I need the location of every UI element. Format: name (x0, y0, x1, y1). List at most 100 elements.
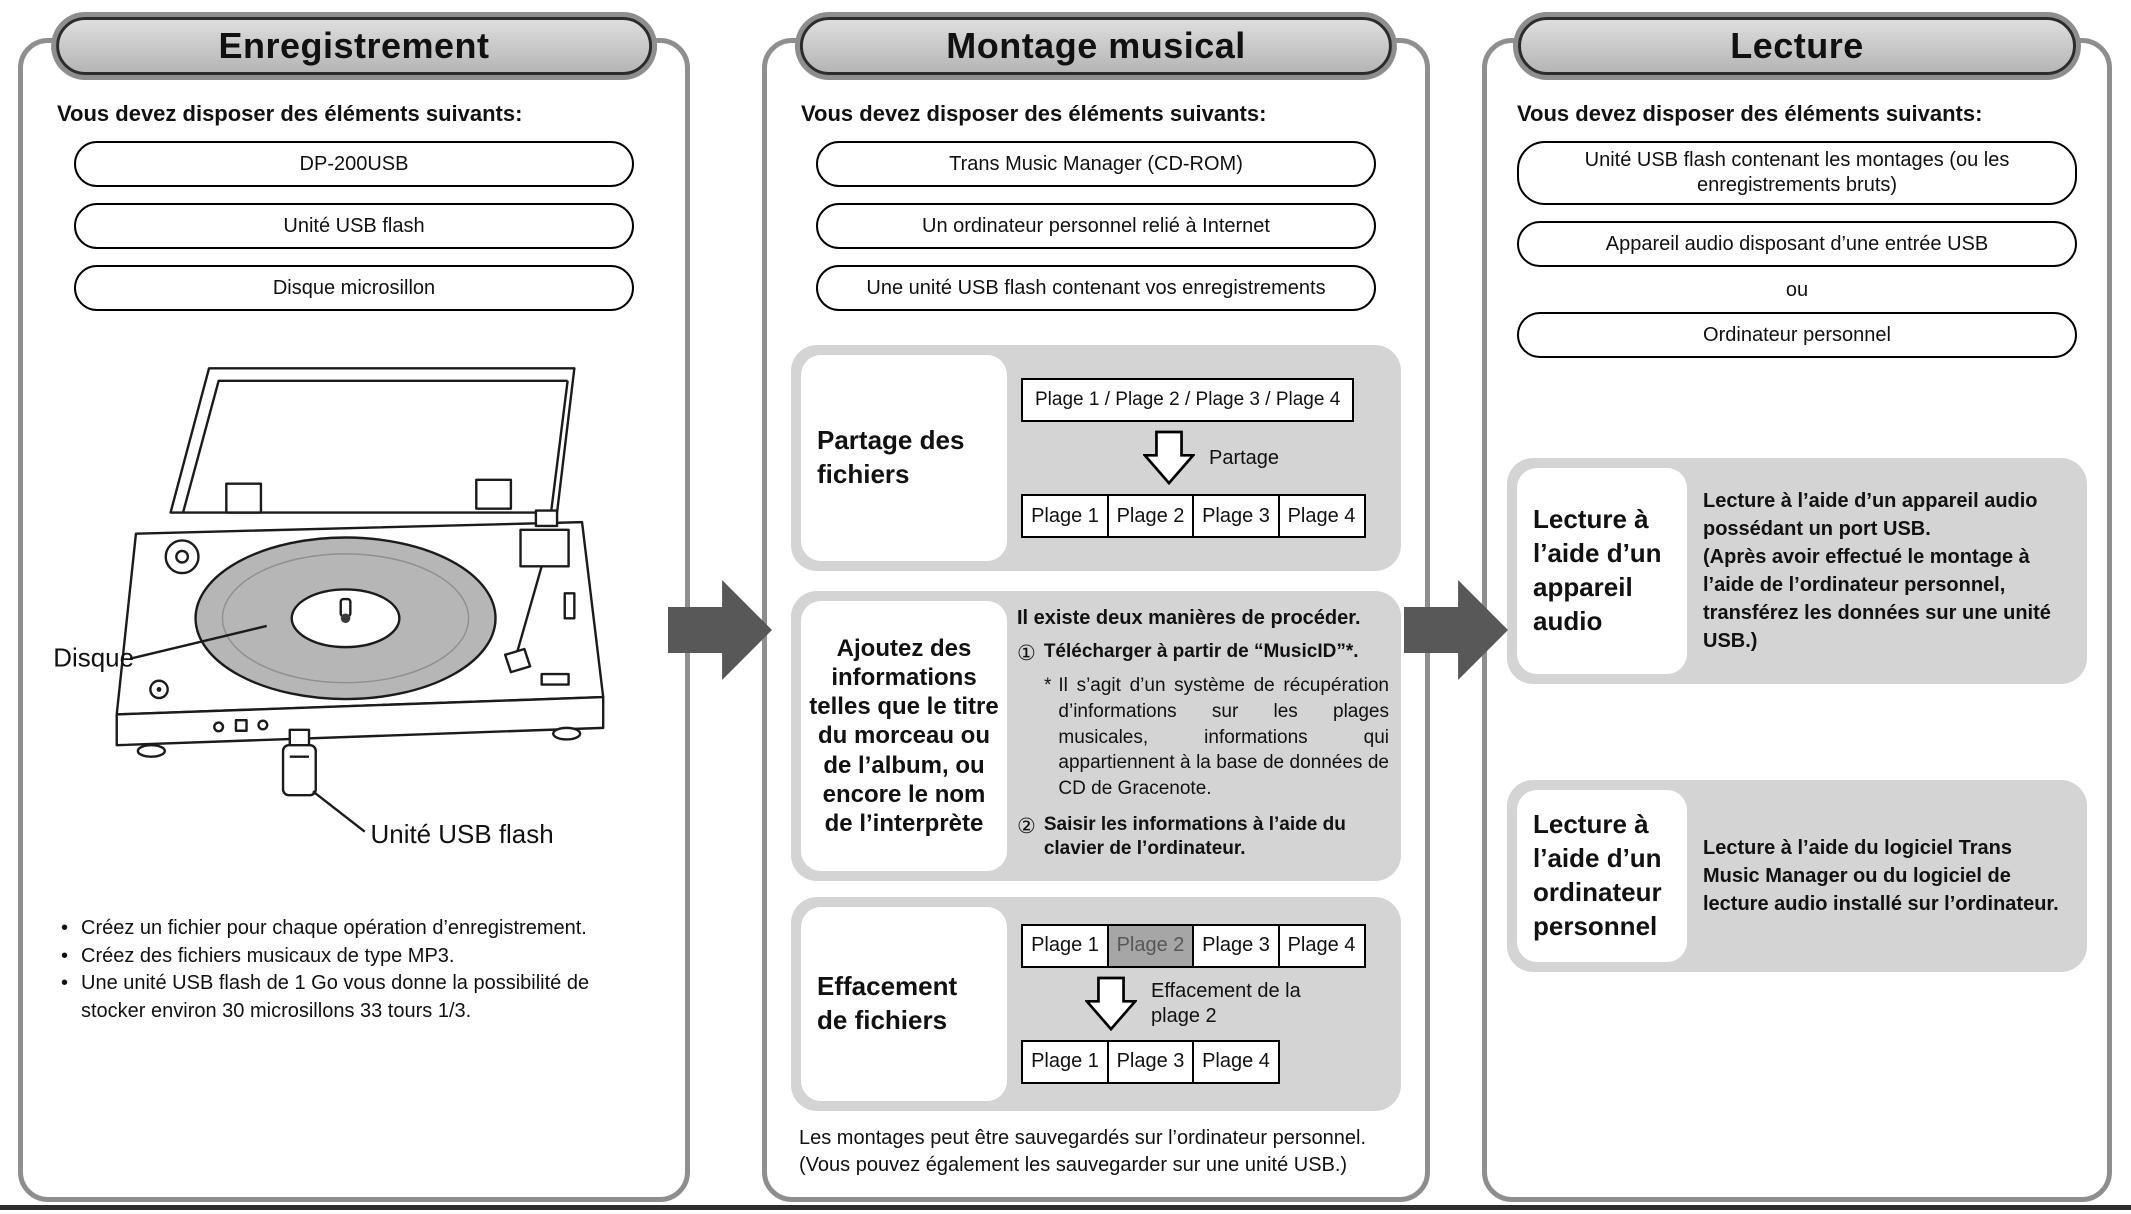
disc-callout-line (129, 624, 267, 660)
section-label: Ajoutez des informations telles que le t… (801, 601, 1007, 871)
adapter-holder (164, 539, 200, 575)
requirement-pill: Appareil audio disposant d’une entrée US… (1517, 221, 2077, 267)
editing-title-capsule: Montage musical (799, 17, 1393, 75)
sharing-arrow-row: Partage (1143, 430, 1387, 486)
recording-title-capsule: Enregistrement (56, 17, 652, 75)
requirement-pill: Un ordinateur personnel relié à Internet (816, 203, 1376, 249)
track-cell: Plage 4 (1192, 1039, 1280, 1084)
section-add-info: Ajoutez des informations telles que le t… (791, 591, 1401, 881)
note-item: Créez un fichier pour chaque opération d… (61, 915, 651, 943)
requirements-heading: Vous devez disposer des éléments suivant… (57, 101, 523, 126)
bullet-icon (61, 970, 81, 1025)
requirement-text: Ordinateur personnel (1703, 323, 1891, 346)
description-line: Lecture à l’aide d’un appareil audio pos… (1703, 490, 2038, 540)
footer-line: Les montages peut être sauvegardés sur l… (799, 1126, 1367, 1149)
tagging-step-1: ① Télécharger à partir de “MusicID”*. (1017, 640, 1389, 667)
section-playback-audio-device: Lecture à l’aide d’un appareil audio Lec… (1507, 458, 2087, 684)
bullet-icon (61, 915, 81, 943)
requirement-pill: Trans Music Manager (CD-ROM) (816, 141, 1376, 187)
track-cell-highlighted: Plage 2 (1106, 923, 1195, 968)
circled-1-icon: ① (1017, 642, 1036, 665)
section-label: Partage des fichiers (801, 355, 1007, 561)
down-arrow-icon (1143, 430, 1195, 486)
requirement-pill: DP-200USB (74, 141, 634, 187)
front-controls (149, 679, 269, 733)
tagging-step-2: ② Saisir les informations à l’aide du cl… (1017, 813, 1389, 862)
tagging-instructions: Il existe deux manières de procéder. ① T… (1007, 601, 1391, 871)
usb-label: Unité USB flash (371, 821, 554, 849)
panel-title: Enregistrement (218, 25, 490, 66)
turntable-lid (169, 367, 576, 514)
requirement-text: Un ordinateur personnel relié à Internet (922, 214, 1270, 237)
requirement-text: Unité USB flash contenant les montages (… (1584, 149, 2010, 196)
recording-body: Vous devez disposer des éléments suivant… (23, 43, 685, 1197)
asterisk-marker: * (1044, 675, 1052, 697)
panel-editing: Montage musical Vous devez disposer des … (762, 17, 1430, 1202)
track-cell: Plage 1 (1021, 1039, 1109, 1084)
playback-description: Lecture à l’aide d’un appareil audio pos… (1687, 468, 2077, 674)
section-file-sharing: Partage des fichiers Plage 1 / Plage 2 /… (791, 345, 1401, 571)
panel-playback: Lecture Vous devez disposer des éléments… (1482, 17, 2112, 1202)
playback-body: Vous devez disposer des éléments suivant… (1487, 43, 2107, 1197)
disc-label: Disque (53, 644, 134, 672)
or-text: ou (1785, 279, 1809, 301)
circled-2-icon: ② (1017, 814, 1036, 838)
requirement-text: Une unité USB flash contenant vos enregi… (866, 276, 1326, 299)
track-cell: Plage 1 (1021, 494, 1109, 538)
requirement-pill: Unité USB flash contenant les montages (… (1517, 141, 2077, 205)
erasing-arrow-row: Effacement de la plage 2 (1085, 976, 1387, 1032)
usb-callout-line (312, 790, 366, 833)
track-cell: Plage 3 (1192, 923, 1280, 968)
footer-line: (Vous pouvez également les sauvegarder s… (799, 1153, 1348, 1176)
requirement-text: Disque microsillon (272, 276, 436, 299)
track-cell: Plage 4 (1277, 494, 1366, 538)
turntable-illustration: Disque Unité USB flash (53, 367, 605, 849)
section-playback-computer: Lecture à l’aide d’un ordinateur personn… (1507, 780, 2087, 972)
panel-title: Montage musical (946, 25, 1246, 66)
tracks-row-after: Plage 1 Plage 3 Plage 4 (1021, 1039, 1387, 1084)
description-line: Lecture à l’aide du logiciel Trans Music… (1703, 837, 2059, 915)
editing-footer-note: Les montages peut être sauvegardés sur l… (799, 1125, 1401, 1179)
note-text: Créez des fichiers musicaux de type MP3. (81, 944, 455, 967)
tonearm (503, 509, 576, 686)
requirement-text: Unité USB flash (283, 214, 425, 237)
requirements-heading: Vous devez disposer des éléments suivant… (1517, 101, 1983, 126)
requirements-heading: Vous devez disposer des éléments suivant… (801, 101, 1267, 126)
section-label: Effacement de fichiers (801, 906, 1007, 1101)
step-text: Télécharger à partir de “MusicID”*. (1043, 641, 1359, 662)
turntable-foot (552, 726, 582, 741)
page-bottom-rule (0, 1205, 2131, 1210)
requirement-text: Appareil audio disposant d’une entrée US… (1605, 232, 1989, 255)
down-arrow-icon (1085, 976, 1137, 1032)
track-cell: Plage 1 (1021, 923, 1109, 968)
turntable-foot (136, 743, 166, 758)
track-cell: Plage 3 (1106, 1039, 1195, 1084)
track-cell: Plage 3 (1192, 494, 1280, 538)
note-text: Une unité USB flash de 1 Go vous donne l… (81, 972, 590, 1022)
requirement-pill: Disque microsillon (74, 265, 634, 311)
track-cell: Plage 2 (1106, 494, 1195, 538)
erasing-diagram: Plage 1 Plage 2 Plage 3 Plage 4 Effaceme… (1007, 907, 1391, 1101)
recording-notes: Créez un fichier pour chaque opération d… (61, 915, 651, 1025)
note-item: Une unité USB flash de 1 Go vous donne l… (61, 970, 651, 1025)
usb-flash-drive (281, 728, 317, 797)
requirement-pill: Unité USB flash (74, 203, 634, 249)
footnote-text: Il s’agit d’un système de récupération d… (1058, 675, 1389, 799)
track-cell: Plage 4 (1277, 923, 1366, 968)
section-file-erasing: Effacement de fichiers Plage 1 Plage 2 P… (791, 896, 1401, 1111)
section-label: Lecture à l’aide d’un appareil audio (1517, 468, 1687, 674)
description-line: (Après avoir effectué le montage à l’aid… (1703, 546, 2051, 652)
musicid-footnote: * Il s’agit d’un système de récupération… (1044, 673, 1389, 801)
arrow-label: Effacement de la plage 2 (1151, 979, 1301, 1027)
requirement-text: Trans Music Manager (CD-ROM) (949, 152, 1243, 175)
requirement-pill: Une unité USB flash contenant vos enregi… (816, 265, 1376, 311)
record-disc (194, 536, 497, 701)
tagging-intro: Il existe deux manières de procéder. (1017, 607, 1361, 629)
panel-recording: Enregistrement Vous devez disposer des é… (18, 17, 690, 1202)
requirement-text: DP-200USB (299, 152, 409, 175)
note-text: Créez un fichier pour chaque opération d… (81, 917, 587, 939)
arrow-label: Partage (1209, 446, 1280, 469)
bullet-icon (61, 943, 81, 971)
tracks-row: Plage 1 Plage 2 Plage 3 Plage 4 (1021, 494, 1387, 538)
